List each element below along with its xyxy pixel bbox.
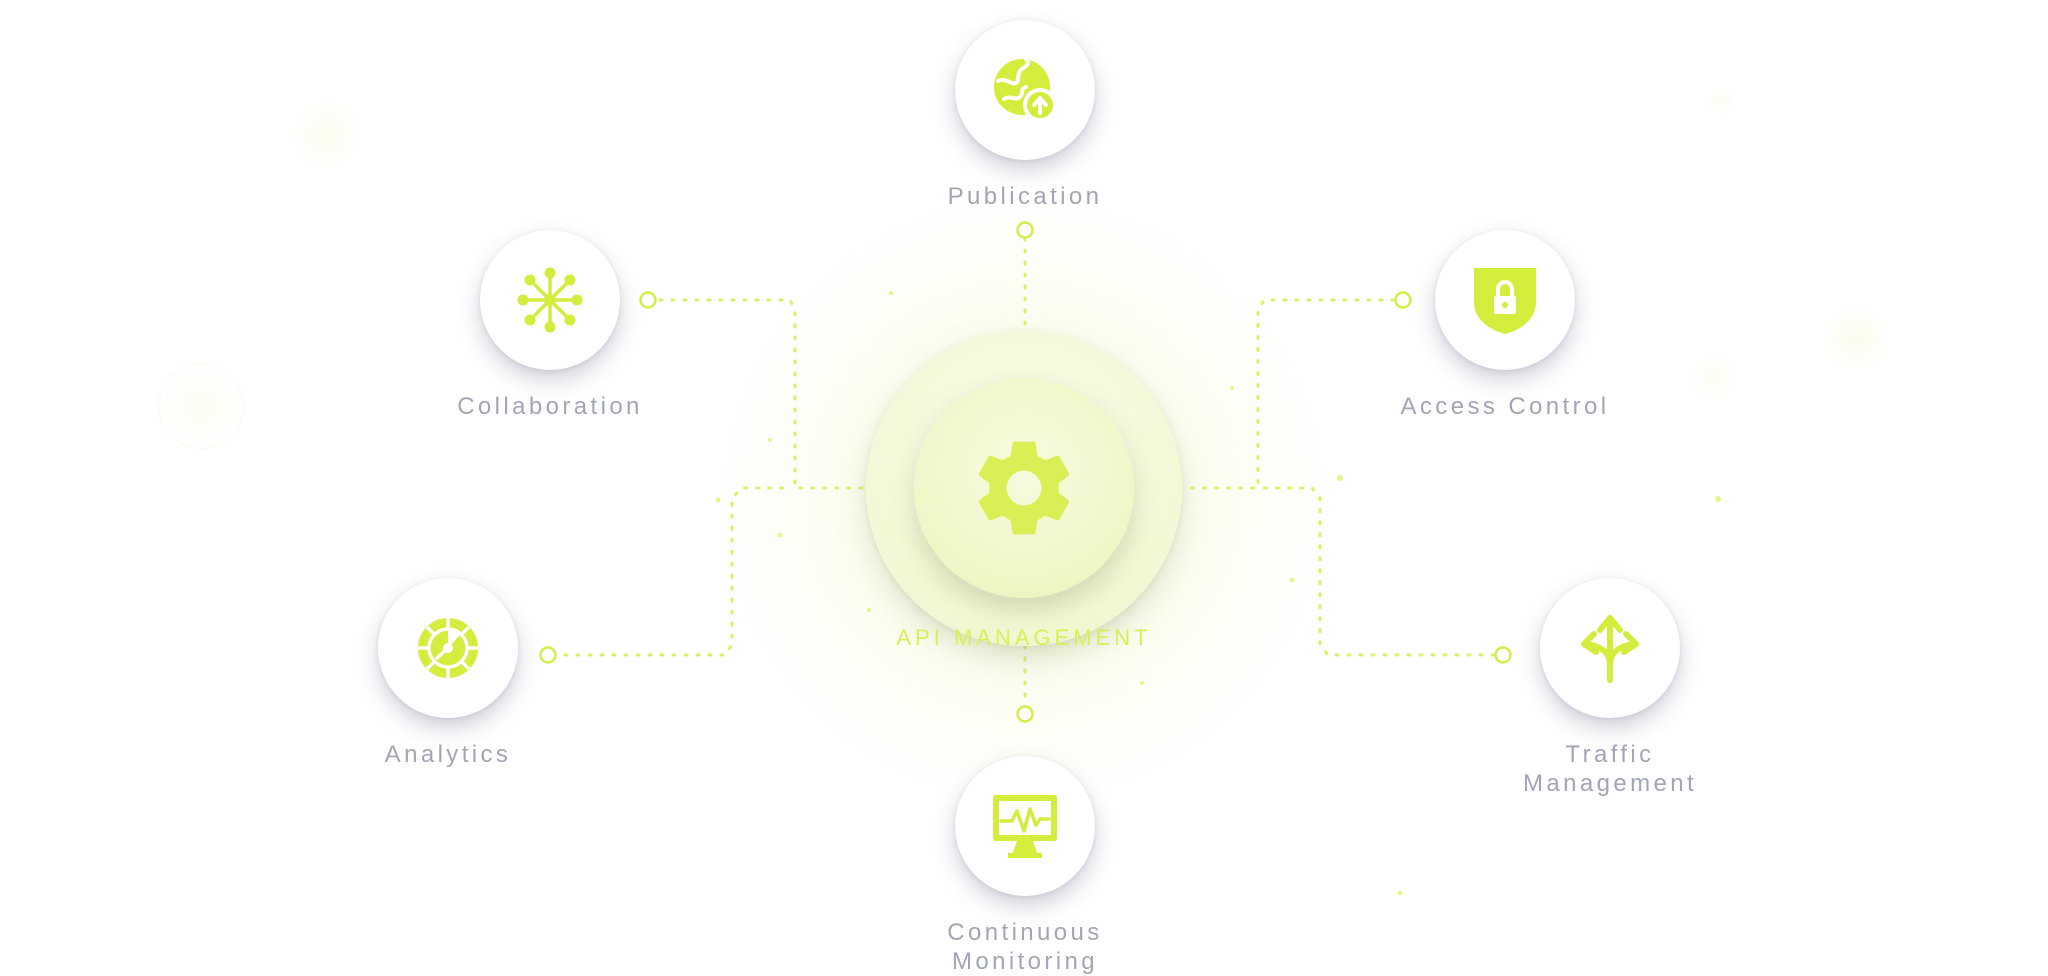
node-label-publication: Publication: [947, 183, 1103, 210]
hub-core[interactable]: [914, 378, 1134, 598]
network-hub-icon: [517, 267, 583, 333]
connector-dot: [1494, 646, 1512, 664]
connector-dot: [539, 646, 557, 664]
connector-dot: [1016, 705, 1034, 723]
node-label-access-control: Access Control: [1400, 393, 1610, 420]
split-arrows-icon: [1574, 612, 1646, 684]
pie-chart-icon: [414, 614, 482, 682]
sparkle-dot: [1397, 890, 1403, 896]
sparkle-dot: [1140, 681, 1144, 685]
sparkle-dot: [1715, 496, 1721, 502]
node-access-control[interactable]: [1435, 230, 1575, 370]
shield-lock-icon: [1470, 264, 1540, 336]
sparkle-dot: [1337, 475, 1343, 481]
monitor-pulse-icon: [990, 791, 1060, 861]
node-collaboration[interactable]: [480, 230, 620, 370]
node-publication[interactable]: [955, 20, 1095, 160]
node-label-continuous-monitoring: Continuous Monitoring: [947, 919, 1103, 975]
sparkle-dot: [889, 291, 893, 295]
hub-label: API Management: [896, 625, 1152, 650]
globe-upload-icon: [990, 55, 1060, 125]
sparkle-dot: [777, 532, 783, 538]
node-label-analytics: Analytics: [384, 741, 512, 768]
connector-dot: [1016, 221, 1034, 239]
sparkle-dot: [1289, 577, 1295, 583]
node-traffic-management[interactable]: [1540, 578, 1680, 718]
gear-icon: [966, 430, 1082, 546]
sparkle-dot: [1230, 386, 1234, 390]
node-continuous-monitoring[interactable]: [955, 756, 1095, 896]
connector-dot: [639, 291, 657, 309]
sparkle-dot: [715, 497, 721, 503]
node-label-collaboration: Collaboration: [457, 393, 643, 420]
connector-dot: [1394, 291, 1412, 309]
sparkle-dot: [867, 608, 871, 612]
node-label-traffic-management: Traffic Management: [1522, 741, 1698, 797]
node-analytics[interactable]: [378, 578, 518, 718]
sparkle-dot: [768, 438, 772, 442]
